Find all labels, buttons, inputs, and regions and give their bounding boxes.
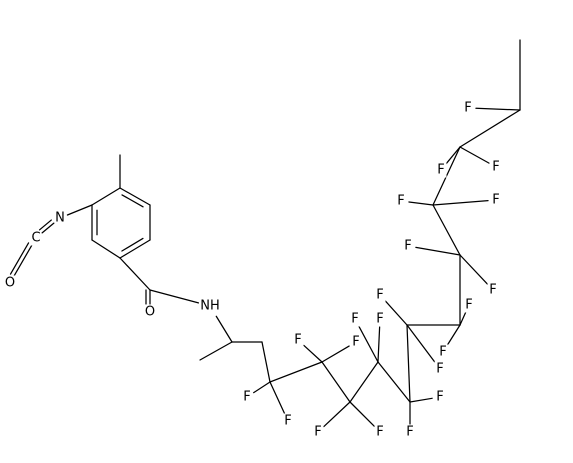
bond-nh-ch — [215, 315, 233, 343]
double-bond-c_nco-o_nco — [9, 242, 30, 275]
atom-label-n_nco: N — [55, 211, 65, 226]
bond-c2-c3 — [321, 361, 351, 403]
bond-ch2-c1 — [261, 341, 271, 383]
bond-c10-f18 — [445, 146, 461, 165]
label-bg-nh — [200, 298, 220, 314]
atom-label-f08: F — [406, 425, 413, 440]
label-bg-f11 — [434, 361, 446, 377]
atom-label-f01: F — [243, 390, 250, 405]
bond-c3-c4 — [349, 361, 379, 403]
label-bg-f06 — [374, 424, 386, 440]
label-bg-f07 — [349, 311, 361, 327]
bond-c_am-nh — [149, 289, 200, 304]
bond-c1-c2 — [269, 361, 323, 383]
bond-c10-c11 — [459, 109, 521, 148]
label-bg-f16 — [487, 282, 499, 298]
bond-c5-c6 — [406, 324, 411, 403]
label-bg-f04 — [350, 334, 362, 350]
atom-label-f04: F — [352, 335, 359, 350]
label-bg-f05 — [312, 424, 324, 440]
bond-r4-r5 — [91, 239, 121, 259]
bond-c8-f14 — [415, 246, 461, 256]
atom-label-f21: F — [464, 101, 471, 116]
bond-r1-r2 — [119, 187, 151, 206]
label-bg-f15 — [463, 297, 475, 313]
bond-c6-f11 — [406, 324, 436, 364]
label-bg-f20 — [490, 159, 502, 175]
atom-label-f07: F — [351, 312, 358, 327]
bond-c7-f15 — [459, 311, 467, 326]
double-bond-r3-r4 — [121, 237, 144, 252]
bond-r6-n_nco — [66, 204, 93, 216]
bond-c2-f03 — [303, 344, 323, 363]
atom-label-f05: F — [314, 425, 321, 440]
atom-label-f11: F — [436, 362, 443, 377]
atom-label-f18: F — [437, 163, 444, 178]
bond-c8-c9 — [432, 204, 461, 256]
bond-c3-f05 — [323, 401, 351, 428]
label-bg-f09 — [434, 389, 446, 405]
bond-c4-f07 — [358, 325, 379, 363]
bond-c3-f06 — [349, 401, 375, 427]
label-bg-f19 — [490, 192, 502, 208]
atom-label-f06: F — [376, 425, 383, 440]
atom-label-f09: F — [436, 390, 443, 405]
atom-label-f20: F — [492, 160, 499, 175]
bond-c9-f19 — [432, 200, 489, 206]
bond-c6-f13 — [384, 300, 408, 326]
double-bond-n_nco-c_nco — [38, 219, 52, 231]
atom-label-f13: F — [376, 288, 383, 303]
atom-label-f17: F — [397, 194, 404, 209]
atom-label-f03: F — [294, 333, 301, 348]
bond-c9-f17 — [408, 201, 434, 206]
bond-n_nco-c_nco — [41, 222, 55, 234]
bond-c7-f12 — [446, 324, 461, 346]
atom-label-f02: F — [284, 414, 291, 429]
label-bg-f13 — [374, 287, 386, 303]
bond-c_nco-o_nco — [13, 244, 33, 277]
label-bg-f14 — [402, 238, 414, 254]
label-bg-o_amide — [144, 304, 156, 320]
atom-label-f10: F — [376, 312, 383, 327]
double-bond-r1-r2 — [121, 194, 144, 208]
bond-c8-f16 — [459, 254, 489, 285]
label-bg-n_nco — [54, 210, 66, 226]
atom-label-c_nco: C — [31, 231, 40, 246]
atom-label-o_amide: O — [145, 305, 155, 320]
label-bg-f17 — [395, 193, 407, 209]
bond-c5-f09 — [409, 397, 433, 403]
atom-label-f14: F — [404, 239, 411, 254]
label-bg-o_nco — [4, 275, 16, 291]
label-bg-f12 — [437, 344, 449, 360]
bond-c4-f10 — [377, 326, 381, 363]
bond-c4-c5 — [377, 361, 411, 403]
bonds — [9, 39, 521, 428]
label-bg-f02 — [282, 413, 294, 429]
bond-c1-f01 — [253, 381, 271, 394]
bond-r3-r4 — [119, 239, 151, 259]
bond-c2-f04 — [321, 345, 350, 363]
atom-label-f19: F — [492, 193, 499, 208]
label-bg-f03 — [292, 332, 304, 348]
label-bg-c_nco — [30, 230, 42, 246]
label-bg-f08 — [404, 424, 416, 440]
bond-r6-r1 — [91, 187, 121, 206]
atom-label-f16: F — [489, 283, 496, 298]
label-bg-f10 — [374, 311, 386, 327]
bond-r4-c_am — [119, 257, 151, 291]
bond-c1-f02 — [269, 381, 286, 415]
bond-c11-f21 — [475, 107, 521, 111]
bond-ch-me2 — [199, 341, 233, 361]
atom-label-o_nco: O — [5, 276, 15, 291]
atom-label-f12: F — [439, 345, 446, 360]
bond-c10-f20 — [459, 146, 490, 164]
label-bg-f21 — [462, 100, 474, 116]
atom-label-f15: F — [465, 298, 472, 313]
label-bg-f18 — [435, 162, 447, 178]
atom-label-nh: NH — [200, 299, 220, 314]
label-bg-f01 — [241, 389, 253, 405]
